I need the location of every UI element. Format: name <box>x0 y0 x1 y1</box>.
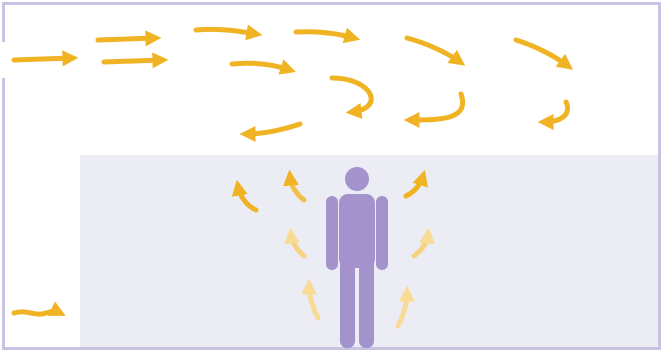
upper-airflow-arrows <box>14 29 568 134</box>
airflow-arrow-icon <box>14 58 72 60</box>
airflow-arrow-icon <box>196 29 256 34</box>
airflow-arrow-icon <box>332 78 371 112</box>
airflow-arrow-icon <box>98 38 155 40</box>
airflow-arrow-icon <box>246 124 300 134</box>
airflow-arrow-icon <box>410 94 463 120</box>
airflow-arrow-icon <box>544 102 568 122</box>
airflow-arrow-icon <box>296 32 354 38</box>
airflow-arrow-icon <box>14 312 60 315</box>
airflow-arrow-icon <box>407 38 460 62</box>
airflow-arrow-icon <box>232 63 290 70</box>
airflow-arrow-icon <box>516 40 568 66</box>
airflow-arrow-icon <box>104 60 162 62</box>
